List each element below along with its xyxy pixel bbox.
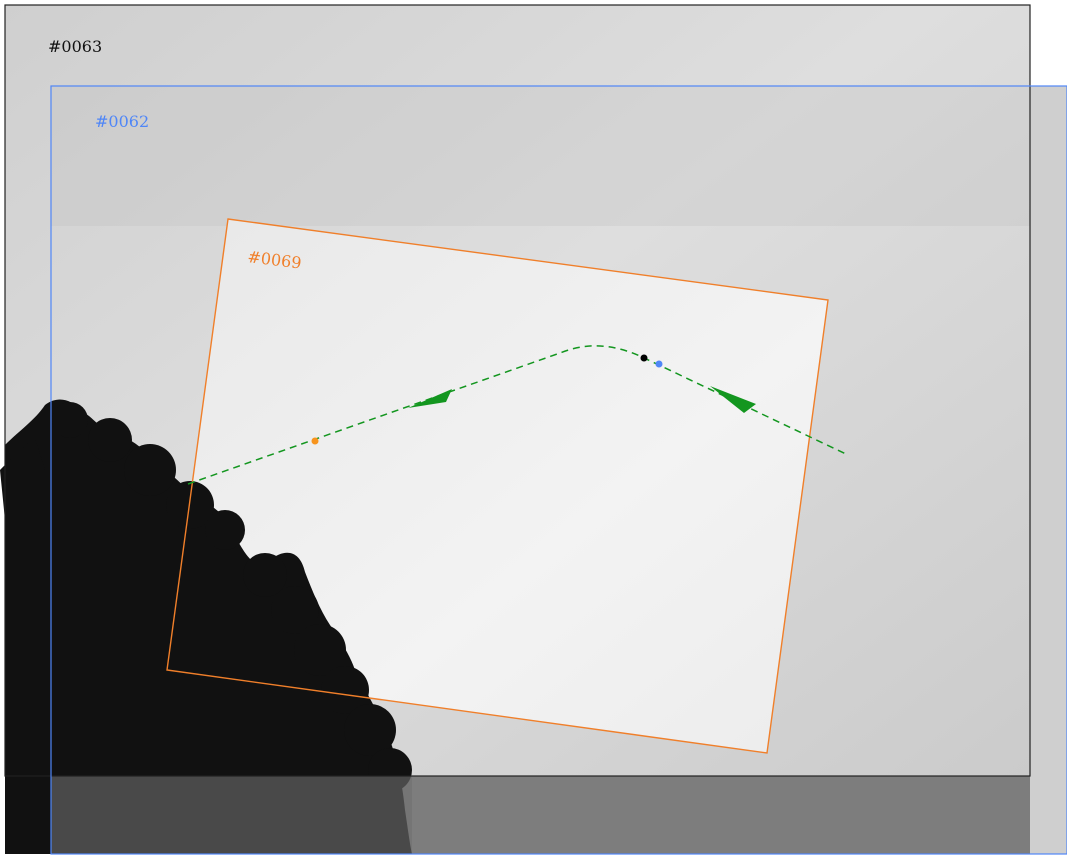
frame-0063-label: #0063 bbox=[48, 37, 102, 56]
frame-0069-image bbox=[167, 219, 828, 753]
black-point bbox=[640, 354, 648, 362]
frame-0062-border bbox=[50, 85, 1067, 855]
sky-shade-band bbox=[51, 86, 1030, 226]
tree-silhouette bbox=[0, 399, 412, 854]
blue-point bbox=[655, 360, 663, 368]
frame-0062-label: #0062 bbox=[95, 112, 149, 131]
path-arrow-right bbox=[710, 386, 756, 413]
frame-0063-border bbox=[4, 4, 1031, 777]
orange-point bbox=[311, 437, 319, 445]
trajectory-path bbox=[187, 345, 849, 485]
lower-overlay-shade bbox=[51, 776, 412, 854]
frame-0062-right-overlay bbox=[1030, 86, 1067, 854]
frame-0069-border bbox=[166, 218, 829, 754]
path-arrow-left bbox=[408, 389, 452, 408]
